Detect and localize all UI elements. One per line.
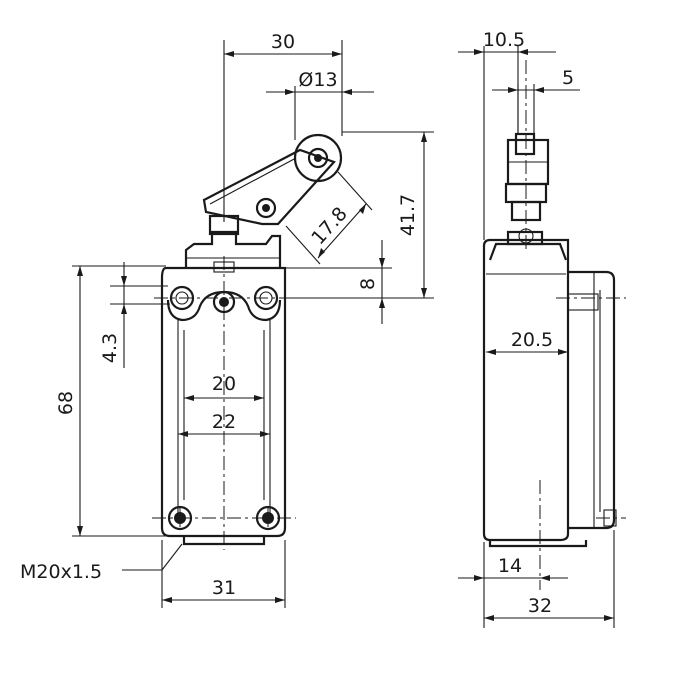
side-view: 10.5 5 20.5 14 32 bbox=[458, 29, 626, 628]
thread-label: M20x1.5 bbox=[20, 561, 102, 583]
dim-8: 8 bbox=[357, 278, 379, 290]
dim-20-5: 20.5 bbox=[511, 329, 553, 351]
dim-roller-diameter: Ø13 bbox=[298, 69, 337, 91]
dim-31: 31 bbox=[212, 577, 236, 599]
front-body-outline bbox=[160, 266, 287, 538]
side-head bbox=[488, 242, 568, 261]
front-cover-inner bbox=[177, 318, 271, 514]
roller-axle bbox=[307, 147, 329, 169]
roller bbox=[293, 133, 343, 183]
front-view: 30 Ø13 17.8 41.7 8 4.3 68 bbox=[20, 31, 434, 608]
lever-pivot-screw bbox=[255, 197, 277, 219]
dim-41-7: 41.7 bbox=[397, 194, 419, 236]
side-body-outline bbox=[482, 238, 570, 542]
dim-30: 30 bbox=[271, 31, 295, 53]
front-lever-arm bbox=[202, 148, 336, 226]
side-bottom-ledge bbox=[488, 540, 588, 548]
dim-4-3: 4.3 bbox=[99, 333, 121, 363]
dim-14: 14 bbox=[498, 555, 522, 577]
side-cover bbox=[568, 270, 616, 530]
front-head-block bbox=[184, 230, 282, 268]
dim-68: 68 bbox=[55, 391, 77, 415]
dim-32: 32 bbox=[528, 595, 552, 617]
dim-22: 22 bbox=[212, 411, 236, 433]
dim-5: 5 bbox=[562, 67, 574, 89]
dim-17-8: 17.8 bbox=[307, 203, 352, 249]
dim-20: 20 bbox=[212, 373, 236, 395]
dim-10-5: 10.5 bbox=[483, 29, 525, 51]
